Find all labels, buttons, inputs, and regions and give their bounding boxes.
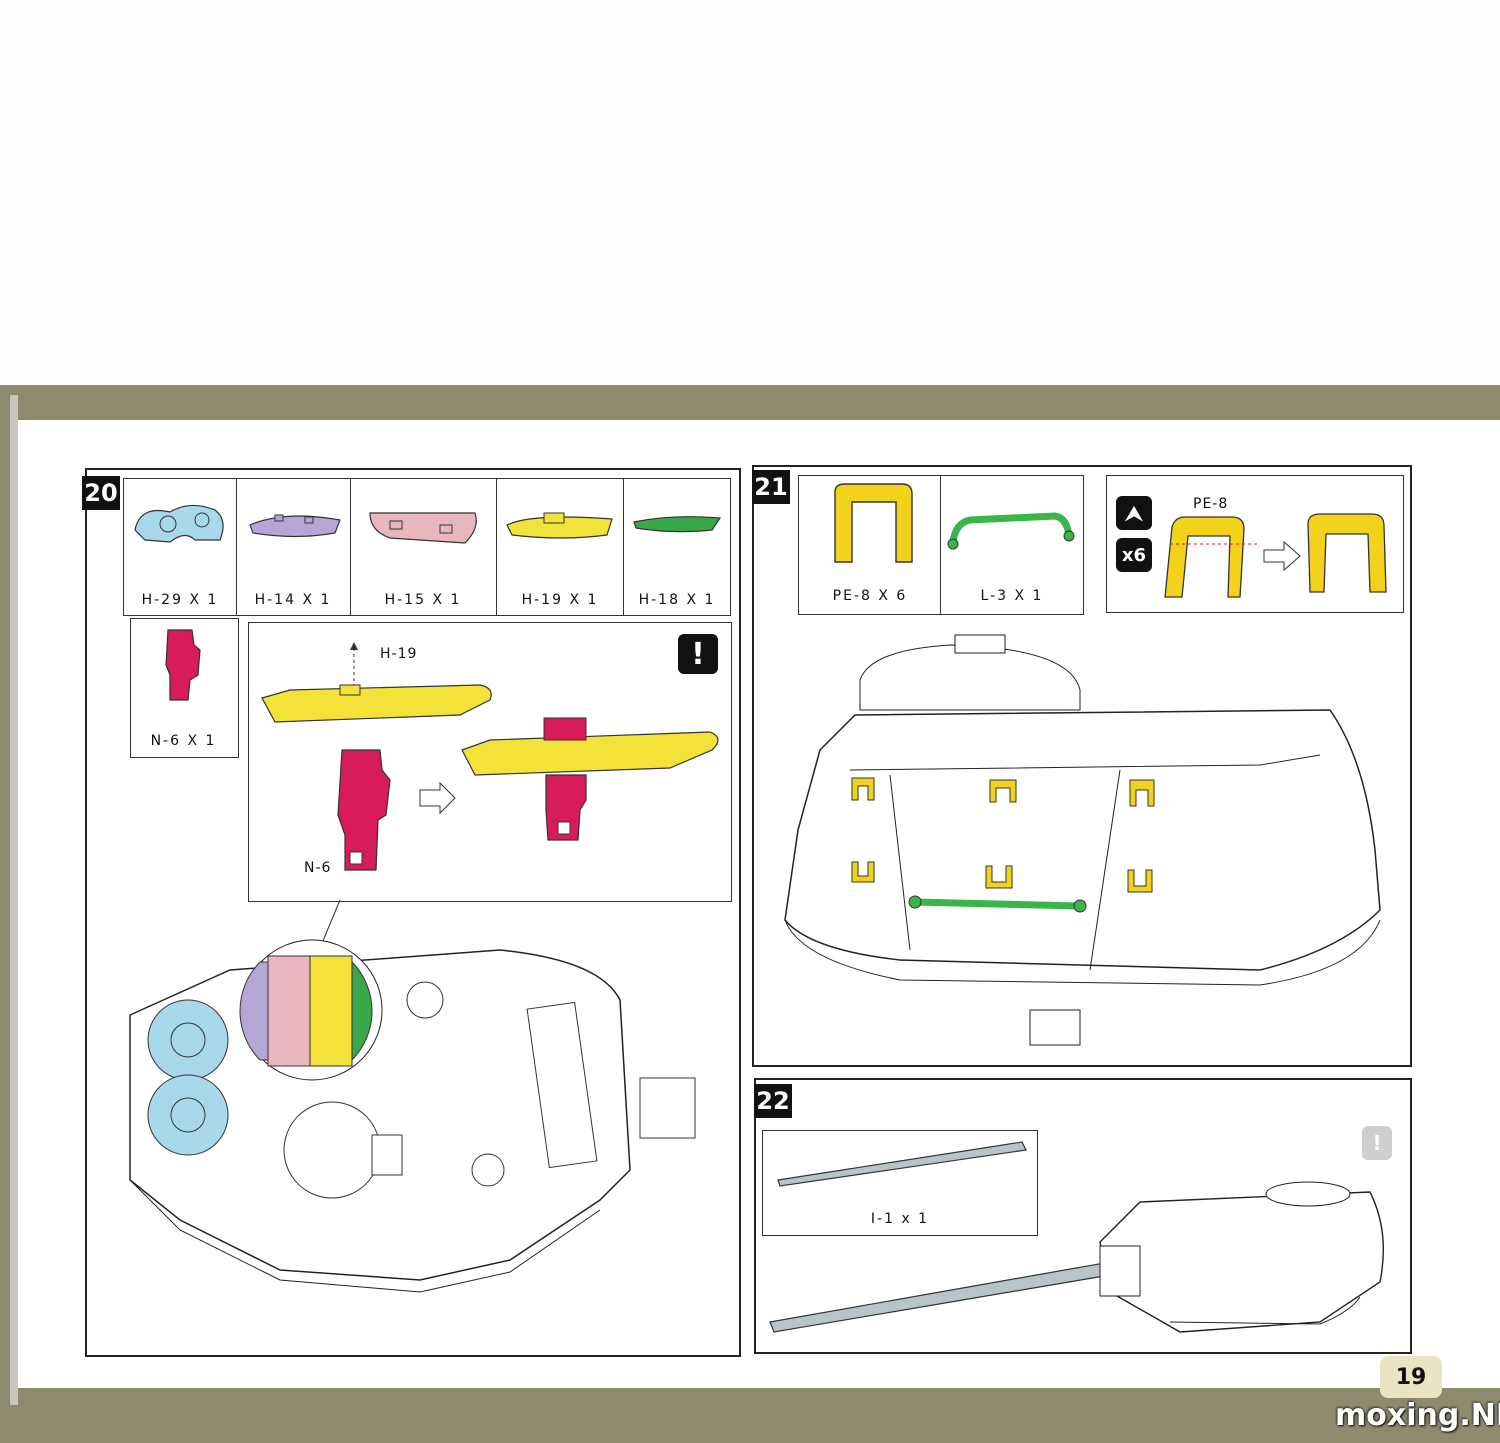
hull-drawing [129, 899, 696, 1293]
part-h14-drawing [249, 514, 341, 538]
callout-label-n6: N-6 [304, 860, 332, 876]
part-cell-h14 [236, 478, 352, 616]
part-label-i1: I-1 x 1 [870, 1211, 930, 1227]
turret-drawing [784, 634, 1381, 1046]
faint-exclamation-icon: ! [1362, 1126, 1392, 1160]
part-cell-h19 [496, 478, 625, 616]
part-cell-h15 [350, 478, 498, 616]
part-cell-l3 [940, 475, 1084, 615]
part-pe8-drawing [834, 483, 913, 563]
turret-with-barrel-drawing [769, 1181, 1384, 1333]
step-20-number: 20 [82, 476, 120, 510]
bend-label-pe8: PE-8 [1193, 496, 1229, 512]
callout-assembly-drawing [261, 642, 719, 871]
part-label-h14: H-14 X 1 [254, 592, 332, 608]
part-label-h19: H-19 X 1 [521, 592, 599, 608]
multiplier-badge: x6 [1116, 538, 1152, 572]
part-label-h18: H-18 X 1 [638, 592, 716, 608]
exclamation-icon: ! [678, 634, 718, 674]
bend-drawing [1164, 513, 1387, 598]
part-label-n6: N-6 X 1 [150, 733, 217, 749]
page-number: 19 [1380, 1356, 1442, 1398]
part-i1-drawing [777, 1141, 1027, 1187]
bend-up-icon: ⮝ [1116, 496, 1152, 530]
watermark: moxing.NET [1335, 1398, 1500, 1433]
part-label-h29: H-29 X 1 [141, 592, 219, 608]
part-l3-drawing [947, 512, 1075, 550]
part-cell-h29 [123, 478, 238, 616]
callout-label-h19: H-19 [380, 646, 418, 662]
part-cell-h18 [623, 478, 731, 616]
booklet-gutter [10, 395, 18, 1405]
part-h19-drawing [506, 512, 613, 539]
part-h18-drawing [633, 516, 722, 533]
part-label-l3: L-3 X 1 [980, 588, 1044, 604]
step-22-number: 22 [754, 1084, 792, 1118]
part-h15-drawing [369, 512, 477, 544]
part-n6-drawing [165, 629, 201, 701]
part-label-pe8: PE-8 X 6 [832, 588, 908, 604]
part-label-h15: H-15 X 1 [384, 592, 462, 608]
step-21-number: 21 [752, 470, 790, 504]
part-h29-drawing [134, 504, 224, 543]
